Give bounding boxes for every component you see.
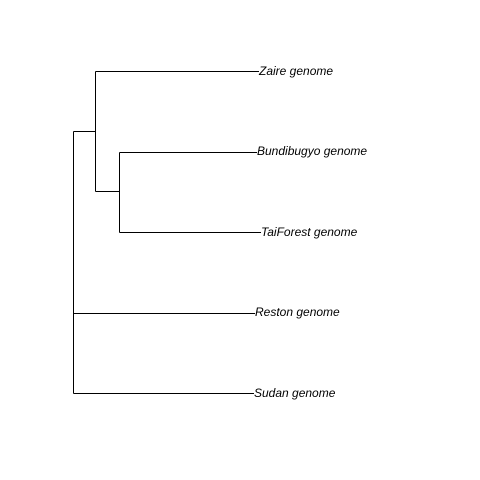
tip-label-bundibugyo: Bundibugyo genome — [257, 144, 367, 158]
tip-label-sudan: Sudan genome — [254, 386, 336, 400]
tip-label-reston: Reston genome — [255, 305, 340, 319]
tip-label-zaire: Zaire genome — [258, 64, 333, 78]
tip-label-taiforest: TaiForest genome — [261, 225, 358, 239]
tree-branches — [73, 71, 261, 394]
